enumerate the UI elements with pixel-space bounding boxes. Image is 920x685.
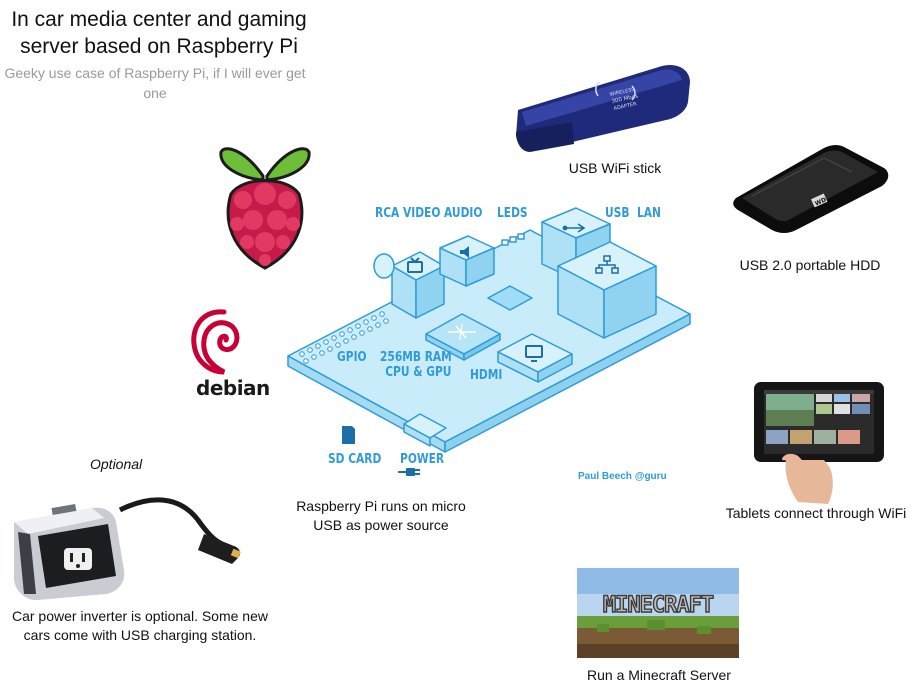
caption-optional: Optional — [90, 456, 143, 472]
subtitle-line-1: Geeky use case of Raspberry Pi, if I wil… — [4, 65, 306, 81]
caption-hdd: USB 2.0 portable HDD — [739, 257, 881, 273]
hdd-brand-mark: WD — [814, 196, 827, 207]
caption-wifi-stick: USB WiFi stick — [568, 160, 662, 176]
plug-icon — [398, 468, 420, 476]
caption-minecraft: Run a Minecraft Server — [587, 667, 731, 683]
wifi-stick-print-1: WIRELESS — [609, 87, 635, 98]
minecraft-logo-text: MINECRAFT — [603, 593, 714, 618]
portable-hdd-image: WD — [733, 145, 889, 233]
caption-power-line-2: USB as power source — [313, 517, 449, 533]
label-rca-video: RCA VIDEO — [375, 206, 441, 221]
subtitle-line-2: one — [143, 85, 167, 101]
caption-power-line-1: Raspberry Pi runs on micro — [296, 498, 466, 514]
network-icon — [595, 255, 619, 274]
label-hdmi: HDMI — [470, 368, 503, 383]
caption-inverter: Car power inverter is optional. Some new… — [0, 607, 280, 645]
sd-card-icon — [342, 426, 355, 444]
illustration-credit: Paul Beech @guru — [578, 471, 667, 482]
label-ram-cpu-gpu: 256MB RAM CPU & GPU — [380, 350, 452, 380]
title-line-1: In car media center and gaming — [11, 8, 307, 31]
wifi-stick-print-2: 300 Mbps — [611, 93, 639, 104]
title-line-2: server based on Raspberry Pi — [20, 35, 298, 58]
raspberry-pi-logo — [219, 147, 311, 270]
page-title: In car media center and gaming server ba… — [0, 6, 318, 60]
wifi-stick-print-3: ADAPTER — [613, 101, 638, 112]
debian-swirl-logo — [191, 309, 240, 375]
tv-icon — [407, 257, 423, 273]
speaker-icon — [460, 246, 469, 258]
raspberry-pi-board-illustration — [287, 207, 691, 476]
monitor-icon — [525, 345, 543, 362]
rca-video-port — [373, 251, 445, 319]
label-ram: 256MB RAM — [380, 350, 452, 365]
gpio-header — [299, 311, 389, 364]
page-subtitle: Geeky use case of Raspberry Pi, if I wil… — [0, 63, 310, 103]
tablet-image — [754, 382, 884, 504]
label-gpio: GPIO — [337, 350, 367, 365]
hdmi-port — [497, 333, 573, 383]
caption-power-source: Raspberry Pi runs on micro USB as power … — [282, 497, 480, 535]
usb-wifi-stick-image: WIRELESS 300 Mbps ADAPTER — [516, 64, 690, 152]
cigarette-lighter-plug — [198, 534, 241, 564]
label-audio: AUDIO — [444, 206, 483, 221]
label-power: POWER — [400, 452, 445, 467]
usb-controller-chip — [487, 285, 533, 311]
label-lan: LAN — [637, 206, 661, 221]
label-sd-card: SD CARD — [328, 452, 382, 467]
minecraft-screenshot: MINECRAFT — [577, 568, 739, 658]
label-cpu-gpu: CPU & GPU — [385, 365, 452, 380]
caption-inverter-line-2: cars come with USB charging station. — [23, 627, 257, 643]
lan-port — [557, 241, 657, 339]
caption-tablet: Tablets connect through WiFi — [725, 505, 907, 521]
chip-logo — [448, 323, 476, 341]
debian-wordmark: debian — [196, 376, 270, 400]
label-usb: USB — [605, 206, 630, 221]
car-power-inverter-image — [14, 497, 241, 601]
micro-usb-power-port — [403, 413, 447, 447]
caption-inverter-line-1: Car power inverter is optional. Some new — [11, 608, 268, 624]
label-leds: LEDS — [497, 206, 528, 221]
status-leds — [501, 233, 525, 246]
usb-icon — [562, 223, 586, 233]
